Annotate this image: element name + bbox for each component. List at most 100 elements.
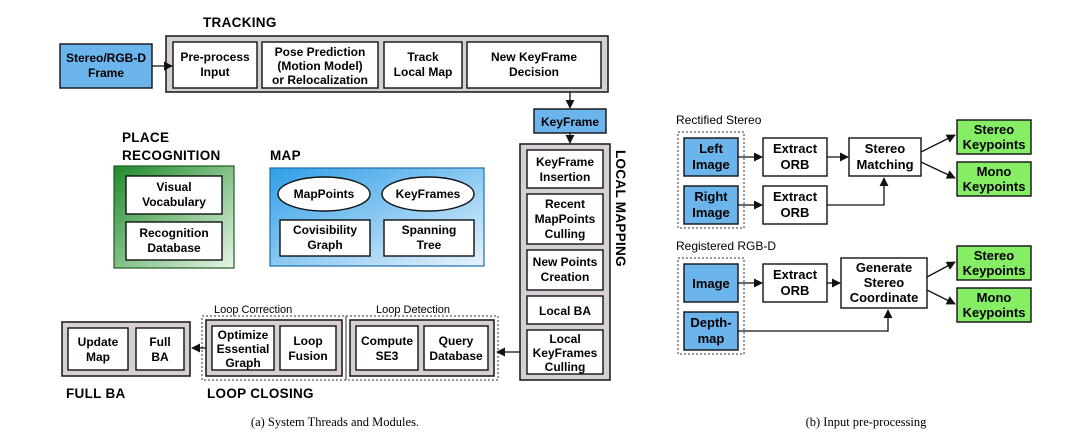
- mk1-line2: Keypoints: [963, 179, 1026, 194]
- depth-map-box: Depth- map: [683, 311, 739, 351]
- depth-line2: map: [698, 331, 725, 346]
- keyframes-label: KeyFrames: [396, 187, 461, 201]
- gsc-line2: Stereo: [864, 275, 905, 290]
- eo3-line1: Extract: [773, 267, 818, 282]
- map-title: MAP: [270, 148, 301, 163]
- place-recognition-title-line1: PLACE: [122, 130, 169, 145]
- keyframe-label: KeyFrame: [541, 115, 599, 129]
- sk2-line1: Stereo: [974, 248, 1015, 263]
- um-line1: Update: [78, 335, 119, 349]
- se3-line2: SE3: [376, 349, 399, 363]
- left-line2: Image: [692, 157, 730, 172]
- vv-line2: Vocabulary: [142, 195, 206, 209]
- generate-stereo-coordinate-box: Generate Stereo Coordinate: [840, 257, 928, 309]
- lkc-line3: Culling: [545, 360, 586, 374]
- rmc-line2: MapPoints: [535, 212, 596, 226]
- kfi-line1: KeyFrame: [536, 155, 594, 169]
- rd-line2: Database: [147, 241, 201, 255]
- track-line1: Track: [407, 50, 439, 64]
- mono-keypoints-box-2: Mono Keypoints: [956, 287, 1032, 323]
- image-box: Image: [683, 263, 739, 303]
- lba-line1: Local BA: [539, 304, 591, 318]
- input-frame-line1: Stereo/RGB-D: [66, 51, 146, 65]
- pose-line1: Pose Prediction: [275, 45, 366, 59]
- extract-orb-rgbd-box: Extract ORB: [762, 263, 828, 303]
- local-mapping-title: LOCAL MAPPING: [613, 150, 628, 267]
- eo2-line2: ORB: [781, 205, 810, 220]
- eo2-line1: Extract: [773, 189, 818, 204]
- pose-line2: (Motion Model): [277, 59, 362, 73]
- mappoints-label: MapPoints: [294, 187, 355, 201]
- lm-step-new-points: New Points Creation: [526, 249, 604, 291]
- input-frame-line2: Frame: [88, 66, 124, 80]
- oeg-line2: Essential: [217, 342, 270, 356]
- cg-line2: Graph: [307, 238, 342, 252]
- left-image-box: Left Image: [683, 137, 739, 177]
- newkf-line2: Decision: [509, 65, 559, 79]
- track-step-preprocess: Pre-process Input: [172, 41, 258, 89]
- keyframes-ellipse: KeyFrames: [381, 176, 475, 212]
- cg-line1: Covisibility: [293, 223, 357, 237]
- depth-line1: Depth-: [690, 315, 731, 330]
- query-database-box: Query Database: [423, 325, 489, 371]
- loop-closing-title: LOOP CLOSING: [207, 386, 314, 401]
- st-line1: Spanning: [402, 223, 457, 237]
- spanning-tree-box: Spanning Tree: [383, 219, 475, 257]
- optimize-essential-graph-box: Optimize Essential Graph: [211, 325, 275, 371]
- npc-line2: Creation: [541, 270, 590, 284]
- mono-keypoints-box-1: Mono Keypoints: [956, 161, 1032, 197]
- stereo-keypoints-box-1: Stereo Keypoints: [956, 119, 1032, 155]
- track-line2: Local Map: [394, 65, 453, 79]
- newkf-line1: New KeyFrame: [491, 50, 577, 64]
- lm-step-mappoints-culling: Recent MapPoints Culling: [526, 193, 604, 245]
- tracking-title: TRACKING: [203, 15, 277, 30]
- registered-rgbd-label: Registered RGB-D: [676, 239, 776, 253]
- input-frame-box: Stereo/RGB-D Frame: [59, 43, 153, 89]
- full-ba-box: Full BA: [135, 327, 185, 371]
- update-map-box: Update Map: [67, 327, 129, 371]
- lm-step-keyframe-insertion: KeyFrame Insertion: [526, 149, 604, 189]
- kfi-line2: Insertion: [540, 170, 591, 184]
- preprocess-line1: Pre-process: [180, 50, 250, 64]
- lkc-line2: KeyFrames: [533, 346, 598, 360]
- fba-line1: Full: [149, 335, 170, 349]
- recognition-database-box: Recognition Database: [125, 221, 223, 261]
- gsc-line3: Coordinate: [850, 290, 919, 305]
- gsc-line1: Generate: [856, 260, 912, 275]
- track-step-track-local-map: Track Local Map: [383, 41, 463, 89]
- right-line2: Image: [692, 205, 730, 220]
- loop-correction-label: Loop Correction: [214, 304, 292, 316]
- place-recognition-title-line2: RECOGNITION: [122, 148, 221, 163]
- track-step-pose-prediction: Pose Prediction (Motion Model) or Reloca…: [261, 41, 379, 89]
- rectified-stereo-label: Rectified Stereo: [676, 113, 762, 127]
- st-line2: Tree: [417, 238, 442, 252]
- mk2-line2: Keypoints: [963, 305, 1026, 320]
- full-ba-title: FULL BA: [66, 386, 126, 401]
- visual-vocabulary-box: Visual Vocabulary: [125, 175, 223, 215]
- rectified-dashed: [677, 131, 745, 229]
- eo1-line2: ORB: [781, 157, 810, 172]
- covisibility-graph-box: Covisibility Graph: [279, 219, 371, 257]
- loop-fusion-box: Loop Fusion: [279, 325, 337, 371]
- right-line1: Right: [694, 189, 728, 204]
- lf-line2: Fusion: [288, 349, 327, 363]
- compute-se3-box: Compute SE3: [355, 325, 419, 371]
- oeg-line1: Optimize: [218, 328, 269, 342]
- keyframe-box: KeyFrame: [533, 108, 607, 134]
- oeg-line3: Graph: [225, 356, 260, 370]
- sk2-line2: Keypoints: [963, 263, 1026, 278]
- left-line1: Left: [699, 141, 724, 156]
- extract-orb-right-box: Extract ORB: [762, 185, 828, 225]
- mappoints-ellipse: MapPoints: [277, 176, 371, 212]
- rmc-line3: Culling: [545, 227, 586, 241]
- preprocess-line2: Input: [200, 65, 229, 79]
- sk1-line1: Stereo: [974, 122, 1015, 137]
- sm-line1: Stereo: [865, 141, 906, 156]
- eo1-line1: Extract: [773, 141, 818, 156]
- rmc-line1: Recent: [545, 197, 585, 211]
- extract-orb-left-box: Extract ORB: [762, 137, 828, 177]
- caption-a: (a) System Threads and Modules.: [251, 415, 419, 429]
- um-line2: Map: [86, 350, 110, 364]
- caption-b: (b) Input pre-processing: [806, 415, 928, 429]
